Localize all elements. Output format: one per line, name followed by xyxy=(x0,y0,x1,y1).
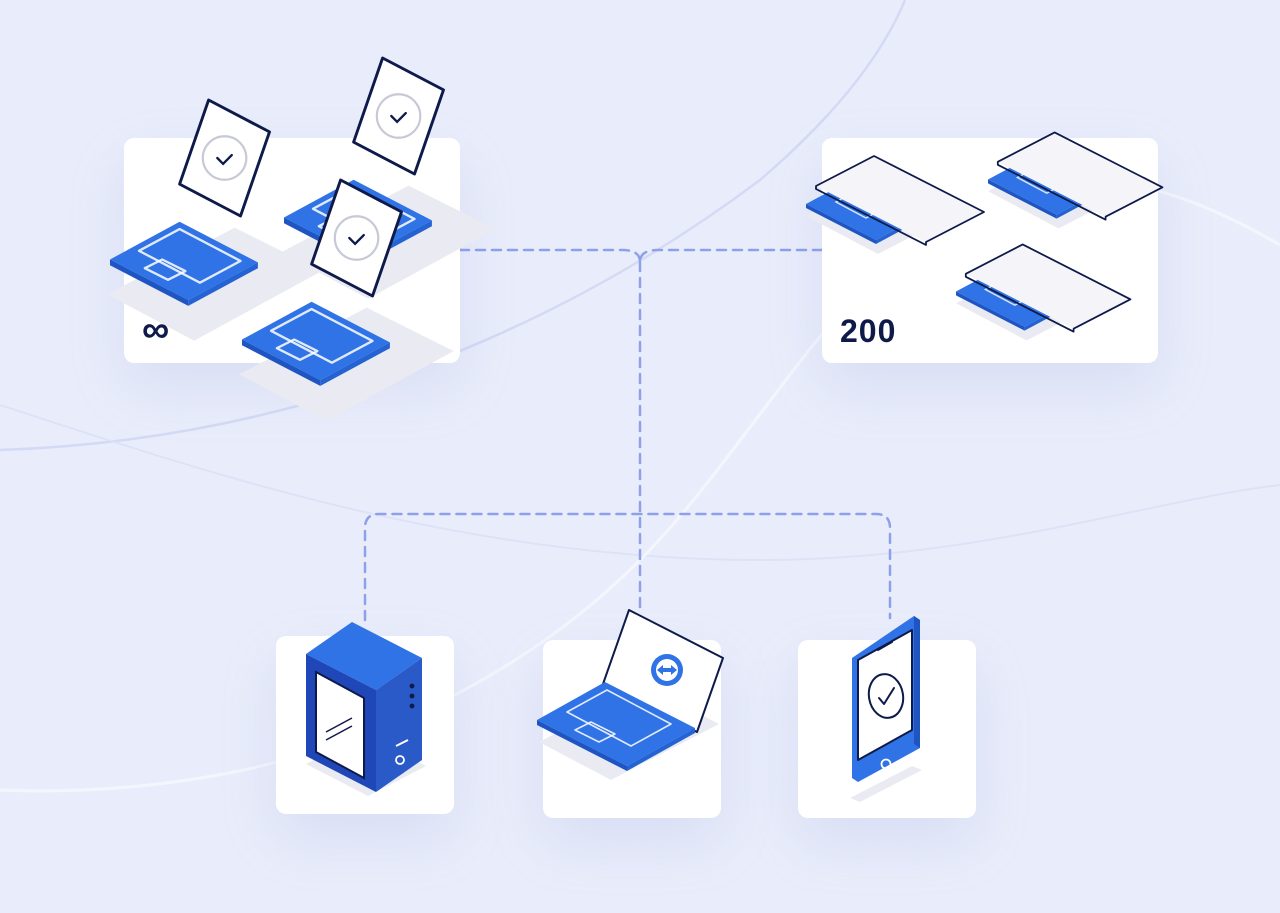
laptop-2 xyxy=(987,131,1164,230)
managed-count-label: 200 xyxy=(840,313,897,349)
smartphone-device-card xyxy=(798,616,976,818)
unlimited-count-label: ∞ xyxy=(142,309,170,351)
managed-devices-card: 200 xyxy=(805,131,1164,363)
server-tower-icon xyxy=(306,622,426,796)
server-device-card xyxy=(276,622,454,814)
connector-branch xyxy=(363,512,892,622)
teamviewer-laptop-icon xyxy=(537,609,724,780)
open-laptops-icon xyxy=(105,56,498,423)
connector-right xyxy=(638,248,824,264)
laptop-1 xyxy=(805,155,985,255)
laptop-3 xyxy=(955,243,1132,342)
remote-laptop-device-card xyxy=(537,609,724,818)
smartphone-check-icon xyxy=(850,616,922,802)
connector-left xyxy=(458,248,642,264)
unlimited-devices-card: ∞ xyxy=(105,56,498,423)
